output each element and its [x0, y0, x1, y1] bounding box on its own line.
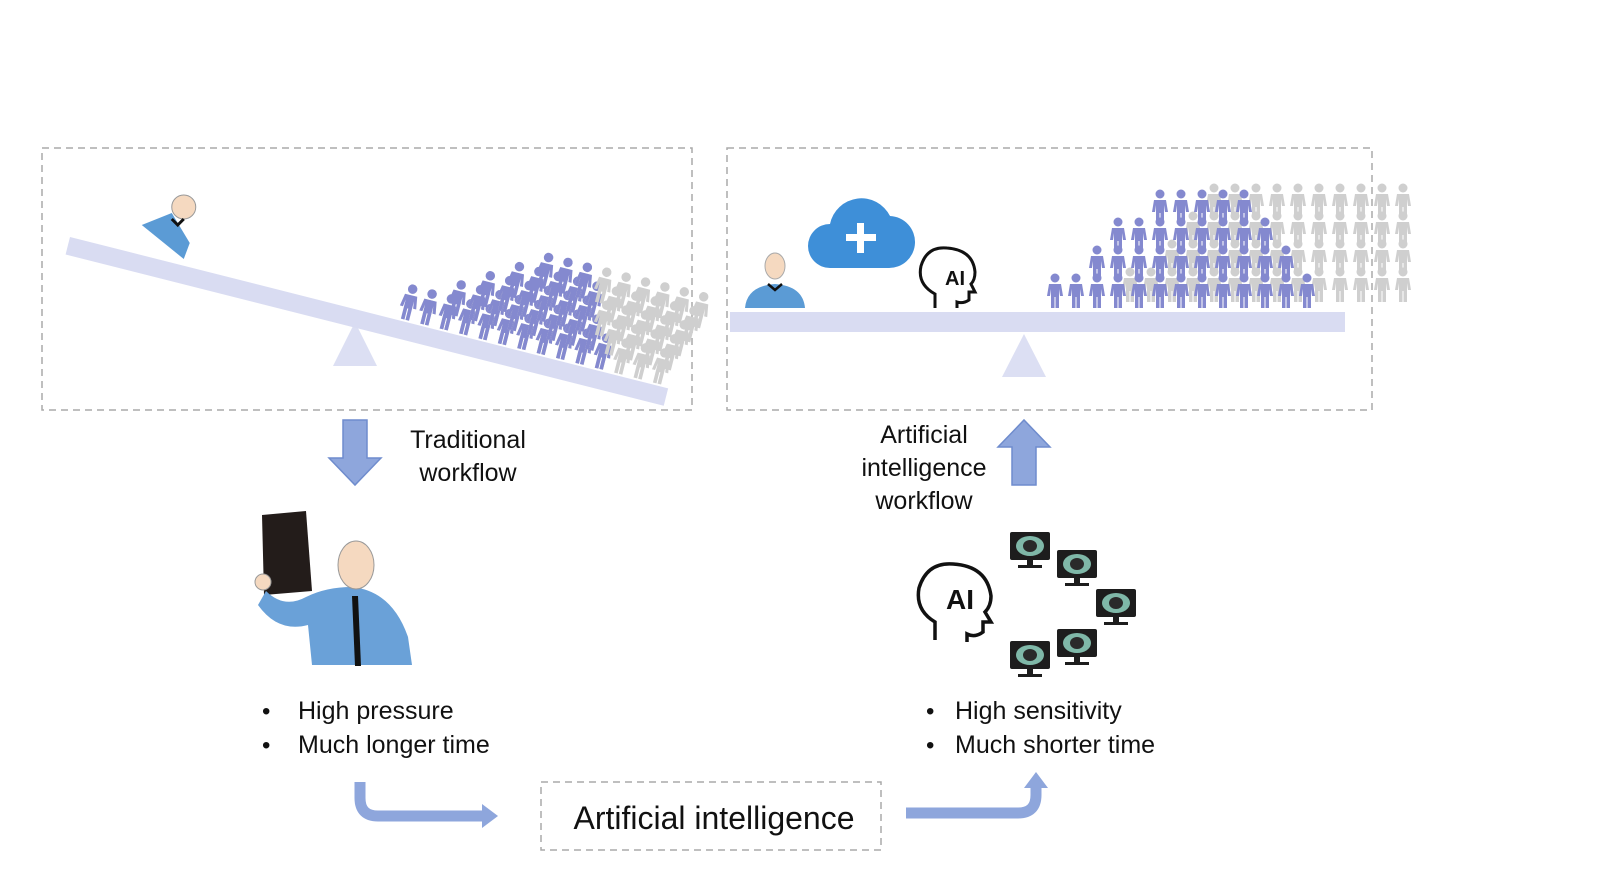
bullet-text: Much longer time: [298, 731, 490, 759]
bent-arrow-left-head: [482, 804, 498, 828]
person-icon: [416, 287, 442, 327]
bullet-text: Much shorter time: [955, 731, 1155, 759]
ai-bullets: • High sensitivity • Much shorter time: [926, 697, 1155, 759]
doctor-xray-icon: [254, 511, 412, 666]
traditional-label-1: Traditional: [410, 426, 526, 454]
ai-panel: [726, 147, 1373, 411]
cloud-plus-icon: [808, 198, 916, 269]
ai-box-label: Artificial intelligence: [573, 800, 854, 836]
ct-monitor-icon: [1057, 629, 1097, 665]
svg-text:•: •: [262, 698, 270, 725]
svg-text:•: •: [926, 698, 934, 725]
person-icon: [1311, 267, 1327, 302]
ai-head-icon: AI: [916, 562, 995, 642]
ai-box: [540, 781, 882, 851]
ct-monitor-icon: [1057, 550, 1097, 586]
svg-text:•: •: [926, 732, 934, 759]
crowd-right: [1047, 183, 1411, 308]
down-arrow: [327, 419, 383, 487]
ct-monitor-icon: [1010, 532, 1050, 568]
bent-arrow-right: [906, 785, 1042, 819]
ai-label-1: Artificial: [880, 421, 968, 449]
bullet-text: High pressure: [298, 697, 454, 725]
person-icon: [1374, 267, 1390, 302]
ct-monitors: [1010, 532, 1136, 677]
fulcrum-left: [333, 322, 377, 366]
person-icon: [1332, 267, 1348, 302]
ai-head-icon-small: AI: [918, 246, 978, 308]
up-arrow: [996, 418, 1052, 486]
ct-monitor-icon: [1096, 589, 1136, 625]
traditional-panel: [41, 147, 693, 411]
ai-label-3: workflow: [874, 487, 973, 515]
seesaw-left: [65, 194, 714, 406]
doctor-icon: [141, 194, 197, 260]
traditional-label-2: workflow: [418, 459, 517, 487]
person-icon: [396, 282, 422, 322]
person-icon: [1110, 273, 1126, 308]
bullet-text: High sensitivity: [955, 697, 1122, 725]
person-icon: [1353, 267, 1369, 302]
ct-monitor-icon: [1010, 641, 1050, 677]
person-icon: [1068, 273, 1084, 308]
ai-head-label-large: AI: [946, 584, 974, 615]
person-icon: [1047, 273, 1063, 308]
person-icon: [1089, 273, 1105, 308]
bent-arrow-left: [354, 782, 483, 822]
beam-left: [65, 237, 669, 406]
fulcrum-right: [1002, 334, 1046, 377]
doctor-small-icon: [745, 252, 805, 308]
ai-head-label: AI: [945, 268, 965, 290]
svg-text:•: •: [262, 732, 270, 759]
traditional-bullets: • High pressure • Much longer time: [262, 697, 490, 759]
ai-label-2: intelligence: [861, 454, 986, 482]
bent-arrow-right-head: [1024, 772, 1048, 788]
beam-right: [730, 312, 1345, 332]
person-icon: [1395, 267, 1411, 302]
